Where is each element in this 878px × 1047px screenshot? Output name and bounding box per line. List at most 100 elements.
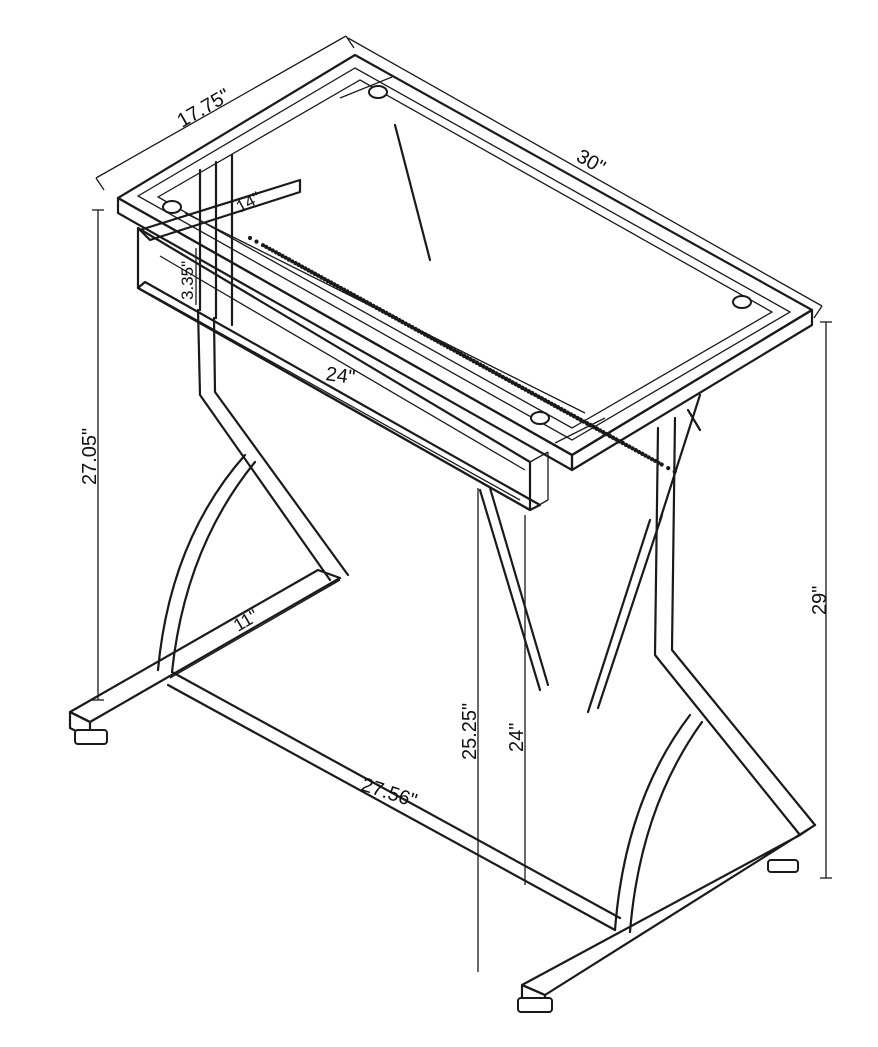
perforation-dot <box>316 273 321 278</box>
perforation-dot <box>624 442 629 448</box>
perforation-dot <box>322 277 327 282</box>
perforation-dot <box>348 291 353 296</box>
perforation-dot <box>462 353 467 359</box>
perforation-dot <box>552 403 557 408</box>
perforation-dot <box>588 423 593 428</box>
perforation-dot <box>397 318 402 323</box>
perforation-dot <box>400 320 405 325</box>
perforation-dot <box>374 305 379 310</box>
label-top-width: 30" <box>573 145 609 179</box>
perforation-dot <box>471 359 476 364</box>
perforation-dot <box>371 303 376 309</box>
perforation-dot <box>617 439 622 444</box>
perforation-dot <box>361 298 366 303</box>
perforation-dot <box>364 300 369 305</box>
left-leg <box>68 153 350 745</box>
perforation-dot <box>436 339 441 344</box>
perforation-dot <box>620 441 625 446</box>
dimension-lines <box>92 35 832 972</box>
perforation-dot <box>309 270 314 275</box>
perforation-dot <box>345 289 350 294</box>
perforation-dot <box>332 282 337 287</box>
perforation-dot <box>478 362 483 367</box>
perforation-dot <box>273 250 279 255</box>
perforation-dot <box>358 296 363 302</box>
perforation-dot <box>526 389 532 394</box>
perforation-dot <box>559 407 564 412</box>
perforation-dot <box>520 385 525 391</box>
perforation-dot <box>653 458 658 463</box>
perforation-dot <box>319 275 324 280</box>
perforation-dot <box>452 348 457 353</box>
perforation-dot <box>267 246 272 251</box>
perforation-dot <box>523 387 528 392</box>
perforation-dot <box>416 328 421 334</box>
perforation-dot <box>455 350 460 355</box>
perforation-dot <box>468 357 473 362</box>
perforation-dot <box>649 457 655 462</box>
perforation-dot <box>640 451 645 456</box>
perforation-dot <box>572 414 577 419</box>
perforation-dot <box>403 321 408 326</box>
perforation-dot <box>351 293 356 298</box>
perforation-dot <box>254 239 259 244</box>
label-bottom-depth: 11" <box>230 606 262 636</box>
perforation-dot <box>546 400 551 405</box>
perforation-dot <box>384 311 389 316</box>
perforation-dot <box>565 410 570 415</box>
drawer-perforation-grid <box>247 235 677 474</box>
perforation-dot <box>494 371 499 376</box>
perforation-dot <box>643 453 648 458</box>
perforation-dot <box>338 286 343 291</box>
perforation-dot <box>442 343 447 348</box>
perforation-dot <box>329 280 334 285</box>
perforation-dot <box>513 382 519 387</box>
perforation-dot <box>630 446 635 451</box>
perforation-dot <box>533 392 538 398</box>
perforation-dot <box>423 332 428 337</box>
perforation-dot <box>445 345 450 350</box>
perforation-dot <box>393 316 399 321</box>
perforation-dot <box>293 261 298 266</box>
right-leg <box>517 408 817 1013</box>
perforation-dot <box>474 360 480 366</box>
perforation-dot <box>530 391 535 396</box>
perforation-dot <box>666 466 671 471</box>
perforation-dot <box>627 444 632 449</box>
perforation-dot <box>591 425 596 430</box>
perforation-dot <box>335 284 340 289</box>
perforation-dot <box>312 271 318 277</box>
perforation-dot <box>633 448 638 453</box>
perforation-dot <box>264 244 269 249</box>
perforation-dot <box>277 252 282 257</box>
perforation-dot <box>581 419 587 424</box>
perforation-dot <box>585 421 590 426</box>
perforation-dot <box>543 398 548 403</box>
perforation-dot <box>280 253 285 259</box>
perforation-dot <box>659 462 664 467</box>
perforation-dot <box>247 235 253 241</box>
perforation-dot <box>413 327 418 332</box>
perforation-dot <box>429 336 434 341</box>
label-top-depth: 17.75" <box>174 85 234 133</box>
perforation-dot <box>426 334 431 339</box>
perforation-dot <box>419 330 424 335</box>
perforation-dot <box>562 409 567 414</box>
perforation-dot <box>381 309 386 314</box>
perforation-dot <box>568 412 574 417</box>
perforation-dot <box>578 417 583 423</box>
perforation-dot <box>646 455 651 460</box>
keyboard-drawer <box>136 178 586 512</box>
perforation-dot <box>487 368 493 373</box>
perforation-dot <box>594 426 600 431</box>
perforation-dot <box>458 352 463 357</box>
perforation-dot <box>611 435 616 440</box>
table-top <box>116 53 814 472</box>
perforation-dot <box>604 432 609 437</box>
perforation-dot <box>481 364 486 369</box>
perforation-dot <box>270 248 275 253</box>
bottom-stretcher <box>166 579 622 932</box>
perforation-dot <box>504 377 509 382</box>
